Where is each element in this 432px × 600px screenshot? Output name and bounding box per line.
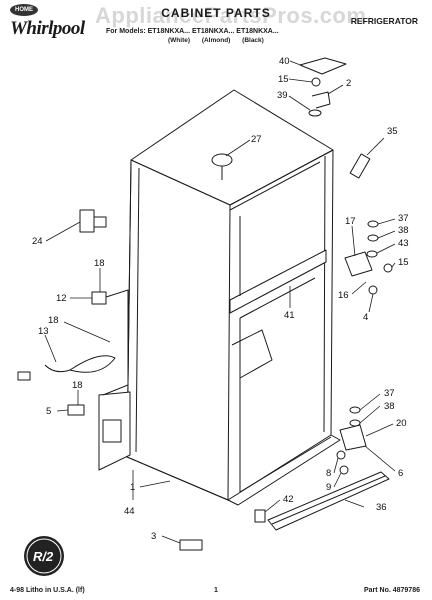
callout-18-middle: 18 [48, 315, 59, 326]
part-12-clamp [91, 291, 107, 305]
callout-8: 8 [326, 468, 331, 479]
svg-text:R/2: R/2 [33, 549, 54, 564]
callout-44: 44 [124, 506, 135, 517]
color-variants: (White) (Almond) (Black) [168, 37, 264, 44]
callout-39: 39 [277, 90, 288, 101]
callout-13: 13 [38, 326, 49, 337]
callout-3: 3 [151, 531, 156, 542]
divider-mullion [229, 249, 327, 314]
callout-5: 5 [46, 406, 51, 417]
callout-1: 1 [130, 482, 135, 493]
callout-20: 20 [396, 418, 407, 429]
part-35-pin [349, 153, 371, 179]
callout-2: 2 [346, 78, 351, 89]
callout-37-lower: 37 [384, 388, 395, 399]
part-24-clip [79, 209, 95, 233]
callout-16: 16 [338, 290, 349, 301]
r2-stamp: R/2 [24, 536, 64, 576]
cabinet-right-edge [330, 149, 334, 436]
callout-40: 40 [279, 56, 290, 67]
part-2-hinge [311, 91, 331, 109]
callout-37: 37 [398, 213, 409, 224]
part-13-power-cord [44, 355, 116, 373]
part-20-lower-hinge [339, 424, 367, 451]
callout-43: 43 [398, 238, 409, 249]
cabinet-bottom [227, 434, 341, 506]
callout-24: 24 [32, 236, 43, 247]
watermark: AppliancePartsPros.com [95, 3, 367, 28]
callout-15: 15 [278, 74, 289, 85]
part-40-cap [299, 57, 347, 75]
page-title: CABINET PARTS [161, 6, 271, 20]
category-label: REFRIGERATOR [350, 16, 418, 26]
part-3-leveler [179, 539, 203, 551]
callout-35: 35 [387, 126, 398, 137]
litho-note: 4-98 Litho in U.S.A. (lf) [10, 587, 85, 594]
callout-4: 4 [363, 312, 368, 323]
callout-15-right: 15 [398, 257, 409, 268]
brand-logo: Whirlpool [10, 18, 85, 39]
callout-17: 17 [345, 216, 356, 227]
callout-6: 6 [398, 468, 403, 479]
cabinet-side-panel [126, 159, 231, 501]
callout-38-lower: 38 [384, 401, 395, 412]
page-number: 1 [214, 587, 218, 594]
callout-36: 36 [376, 502, 387, 513]
part-17-bracket [344, 251, 373, 277]
callout-18-lower: 18 [72, 380, 83, 391]
callout-27: 27 [251, 134, 262, 145]
part-5-clip [67, 404, 85, 416]
callout-9: 9 [326, 482, 331, 493]
part-36-toe-grille [267, 471, 390, 531]
brand-emblem: HOME [10, 4, 38, 16]
model-list: For Models: ET18NKXA... ET18NKXA... ET18… [106, 28, 279, 35]
part-number: Part No. 4879786 [363, 587, 420, 594]
callout-42: 42 [283, 494, 294, 505]
callout-41: 41 [284, 310, 295, 321]
part-27-knob [211, 153, 233, 167]
callout-12: 12 [56, 293, 67, 304]
callout-38: 38 [398, 225, 409, 236]
callout-18-upper: 18 [94, 258, 105, 269]
part-42-plug [254, 509, 266, 523]
